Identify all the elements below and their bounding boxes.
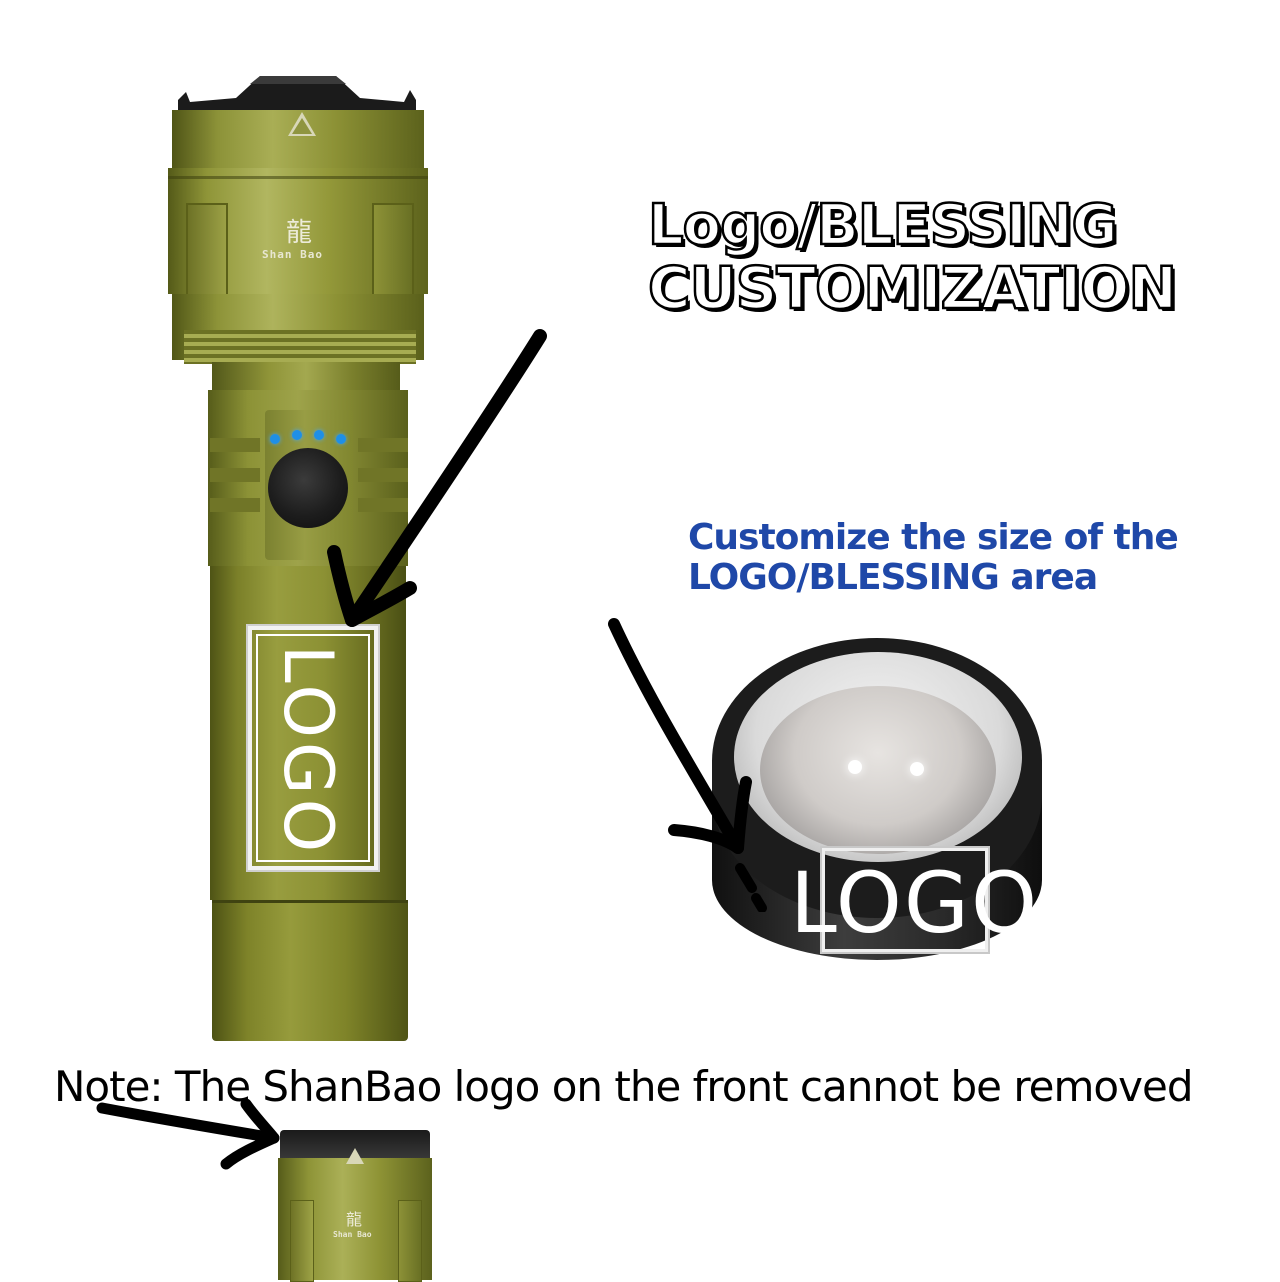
power-button [268, 448, 348, 528]
flashlight-threads [184, 330, 416, 364]
logo-area-frame-inner [256, 634, 370, 862]
flashlight-tube [210, 566, 406, 900]
logo-placeholder-vertical: LOGO [253, 640, 363, 860]
lens-highlight [910, 762, 924, 776]
cooling-fin [358, 468, 408, 482]
hand-drawn-arrow-icon [96, 1098, 280, 1170]
hand-drawn-arrow-icon [327, 329, 547, 627]
flashlight-tailcap [212, 900, 408, 1041]
cooling-fin [210, 468, 260, 482]
dragon-icon: 龍 [286, 217, 313, 247]
logo-text: LOGO [268, 644, 348, 856]
lens-dome [760, 686, 996, 854]
subheading-line-1: Customize the size of the [688, 517, 1179, 558]
groove [168, 176, 428, 179]
lens-logo-frame [820, 846, 990, 954]
logo-area-frame [246, 624, 380, 872]
battery-led-icon [270, 434, 280, 444]
dragon-icon: 龍 [346, 1212, 363, 1229]
cooling-fin [210, 498, 260, 512]
subheading-line-2: LOGO/BLESSING area [688, 557, 1098, 598]
heading-line-2: CUSTOMIZATION [647, 254, 1179, 322]
head-slot-right [398, 1200, 422, 1282]
flashlight-neck [212, 362, 400, 392]
cooling-fin [358, 498, 408, 512]
lens-highlight [848, 760, 862, 774]
brand-label: Shan Bao [333, 1230, 372, 1239]
cooling-fin [358, 438, 408, 452]
warning-triangle-icon [346, 1148, 364, 1164]
head-slot-left [290, 1200, 314, 1282]
lens-logo-placeholder: LOGO [790, 854, 1040, 952]
cooling-fin [210, 438, 260, 452]
hand-drawn-arrow-icon [608, 618, 767, 912]
battery-led-icon [336, 434, 346, 444]
brand-label: Shan Bao [262, 248, 323, 261]
subheading: Customize the size of the LOGO/BLESSING … [688, 517, 1179, 598]
heading-line-1: Logo/BLESSING [647, 193, 1119, 258]
battery-led-icon [292, 430, 302, 440]
warning-triangle-inner [292, 118, 312, 134]
battery-led-icon [314, 430, 324, 440]
